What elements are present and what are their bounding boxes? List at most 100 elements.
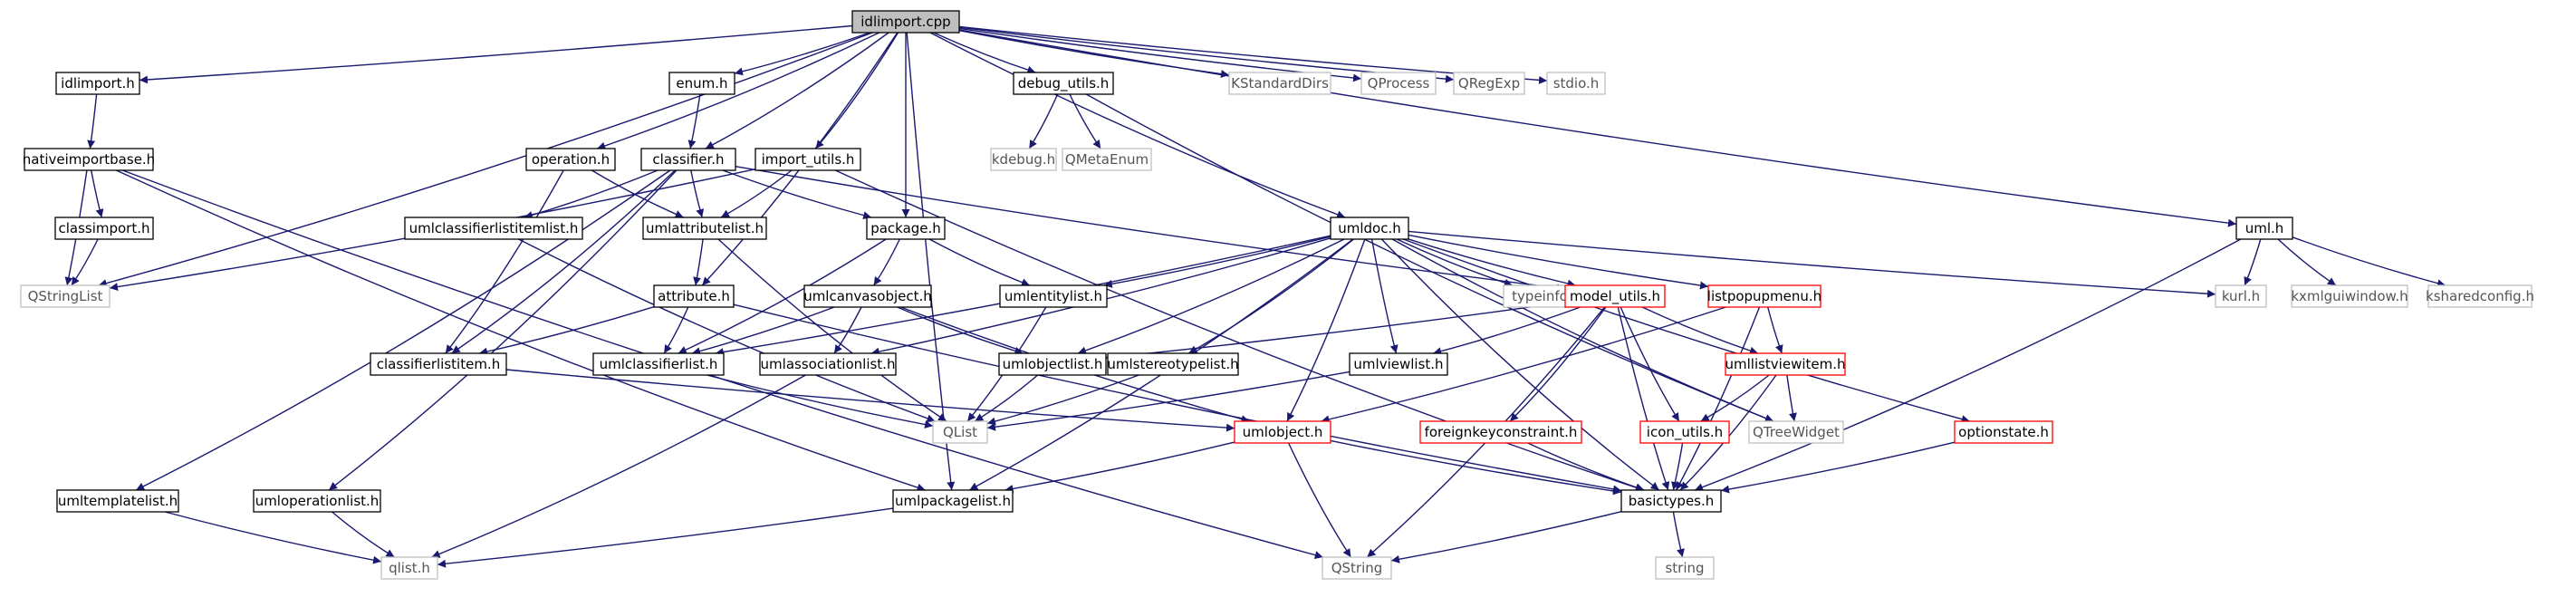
node-box-import-utils-h bbox=[755, 148, 861, 171]
edge-optionstate-h-to-basictypes-h bbox=[1720, 441, 1956, 494]
node-qmetaenum[interactable]: QMetaEnum bbox=[1062, 148, 1152, 171]
node-box-idlimport-h bbox=[55, 72, 140, 95]
node-umlassociationlist-h[interactable]: umlassociationlist.h bbox=[759, 352, 897, 376]
edge-umldoc-h-to-kurl-h bbox=[1408, 230, 2216, 298]
node-qregexp[interactable]: QRegExp bbox=[1453, 72, 1525, 95]
node-kdebug-h[interactable]: kdebug.h bbox=[990, 148, 1057, 171]
node-string[interactable]: string bbox=[1655, 556, 1715, 580]
node-box-umldoc-h bbox=[1330, 217, 1409, 240]
node-enum-h[interactable]: enum.h bbox=[668, 72, 735, 95]
node-listpopupmenu-h[interactable]: listpopupmenu.h bbox=[1707, 284, 1821, 308]
node-umltemplatelist-h[interactable]: umltemplatelist.h bbox=[56, 489, 179, 513]
node-idlimport-h[interactable]: idlimport.h bbox=[55, 72, 140, 95]
node-kxmlguiwindow-h[interactable]: kxmlguiwindow.h bbox=[2291, 284, 2408, 308]
node-box-umlobject-h bbox=[1234, 420, 1331, 444]
node-foreignkeyconstraint-h[interactable]: foreignkeyconstraint.h bbox=[1419, 420, 1582, 444]
node-label-umldoc-h: umldoc.h bbox=[1338, 220, 1401, 236]
node-label-umlcanvasobject-h: umlcanvasobject.h bbox=[803, 288, 932, 304]
node-label-kdebug-h: kdebug.h bbox=[992, 151, 1055, 168]
node-box-umlstereotypelist-h bbox=[1107, 352, 1239, 376]
edge-nativeimportbase-h-to-classimport-h bbox=[91, 169, 104, 218]
node-attribute-h[interactable]: attribute.h bbox=[653, 284, 735, 308]
node-umlviewlist-h[interactable]: umlviewlist.h bbox=[1349, 352, 1448, 376]
node-box-qmetaenum bbox=[1062, 148, 1152, 171]
node-box-qstringlist bbox=[20, 284, 111, 308]
node-icon-utils-h[interactable]: icon_utils.h bbox=[1639, 420, 1730, 444]
node-label-umlobjectlist-h: umlobjectlist.h bbox=[1003, 356, 1103, 372]
node-basictypes-h[interactable]: basictypes.h bbox=[1620, 489, 1722, 513]
node-classimport-h[interactable]: classimport.h bbox=[54, 217, 154, 240]
node-qstring[interactable]: QString bbox=[1322, 556, 1392, 580]
node-umlpackagelist-h[interactable]: umlpackagelist.h bbox=[892, 489, 1014, 513]
node-classifierlistitem-h[interactable]: classifierlistitem.h bbox=[370, 352, 507, 376]
node-import-utils-h[interactable]: import_utils.h bbox=[755, 148, 861, 171]
node-qlist-h[interactable]: qlist.h bbox=[380, 556, 438, 580]
edge-umldoc-h-to-typeinfo bbox=[1396, 238, 1514, 287]
node-classifier-h[interactable]: classifier.h bbox=[640, 148, 736, 171]
node-box-foreignkeyconstraint-h bbox=[1419, 420, 1582, 444]
node-box-umlpackagelist-h bbox=[892, 489, 1014, 513]
edge-uml-h-to-kxmlguiwindow-h bbox=[2277, 238, 2337, 286]
edge-umllistviewitem-h-to-icon-utils-h bbox=[1700, 374, 1770, 422]
node-typeinfo[interactable]: typeinfo bbox=[1503, 284, 1577, 308]
node-box-qlist bbox=[932, 420, 988, 444]
edge-umltemplatelist-h-to-qlist-h bbox=[165, 511, 382, 564]
edge-model-utils-h-to-foreignkeyconstraint-h bbox=[1509, 306, 1607, 422]
node-qprocess[interactable]: QProcess bbox=[1360, 72, 1437, 95]
node-optionstate-h[interactable]: optionstate.h bbox=[1954, 420, 2053, 444]
node-umlclassifierlist-h[interactable]: umlclassifierlist.h bbox=[592, 352, 725, 376]
node-label-package-h: package.h bbox=[870, 220, 941, 236]
node-umlattributelist-h[interactable]: umlattributelist.h bbox=[642, 217, 767, 240]
node-model-utils-h[interactable]: model_utils.h bbox=[1564, 284, 1666, 308]
node-umlentitylist-h[interactable]: umlentitylist.h bbox=[999, 284, 1108, 308]
node-box-ksharedconfig-h bbox=[2427, 284, 2533, 308]
edge-classifier-h-to-umloperationlist-h bbox=[328, 169, 678, 491]
node-umlclassifierlistitemlist-h[interactable]: umlclassifierlistitemlist.h bbox=[404, 217, 583, 240]
node-kurl-h[interactable]: kurl.h bbox=[2215, 284, 2267, 308]
node-nativeimportbase-h[interactable]: nativeimportbase.h bbox=[23, 148, 155, 171]
edge-idlimport-cpp-to-umldoc-h bbox=[929, 32, 1346, 219]
node-qtreewidget[interactable]: QTreeWidget bbox=[1748, 420, 1844, 444]
node-label-idlimport-cpp: idlimport.cpp bbox=[860, 14, 950, 30]
node-box-model-utils-h bbox=[1564, 284, 1666, 308]
node-umloperationlist-h[interactable]: umloperationlist.h bbox=[253, 489, 381, 513]
node-debug-utils-h[interactable]: debug_utils.h bbox=[1013, 72, 1114, 95]
edge-umldoc-h-to-umlentitylist-h bbox=[1103, 236, 1331, 288]
node-umlcanvasobject-h[interactable]: umlcanvasobject.h bbox=[803, 284, 932, 308]
node-qlist[interactable]: QList bbox=[932, 420, 988, 444]
node-umldoc-h[interactable]: umldoc.h bbox=[1330, 217, 1409, 240]
node-label-umltemplatelist-h: umltemplatelist.h bbox=[58, 493, 178, 509]
node-label-classifierlistitem-h: classifierlistitem.h bbox=[377, 356, 500, 372]
node-kstandarddirs[interactable]: KStandardDirs bbox=[1228, 72, 1331, 95]
node-umlstereotypelist-h[interactable]: umlstereotypelist.h bbox=[1107, 352, 1239, 376]
edge-layer bbox=[64, 24, 2446, 568]
node-idlimport-cpp: idlimport.cpp bbox=[851, 10, 960, 34]
node-umllistviewitem-h[interactable]: umllistviewitem.h bbox=[1725, 352, 1846, 376]
node-uml-h[interactable]: uml.h bbox=[2235, 217, 2293, 240]
node-umlobjectlist-h[interactable]: umlobjectlist.h bbox=[998, 352, 1107, 376]
edge-umldoc-h-to-listpopupmenu-h bbox=[1408, 234, 1709, 290]
edge-model-utils-h-to-basictypes-h bbox=[1617, 306, 1670, 491]
node-package-h[interactable]: package.h bbox=[866, 217, 946, 240]
edge-listpopupmenu-h-to-basictypes-h bbox=[1675, 306, 1761, 491]
edge-umlobject-h-to-umlpackagelist-h bbox=[1004, 441, 1235, 493]
edge-idlimport-cpp-to-operation-h bbox=[596, 32, 880, 150]
node-operation-h[interactable]: operation.h bbox=[525, 148, 616, 171]
node-stdio-h[interactable]: stdio.h bbox=[1546, 72, 1606, 95]
node-box-umlviewlist-h bbox=[1349, 352, 1448, 376]
node-umlobject-h[interactable]: umlobject.h bbox=[1234, 420, 1331, 444]
node-label-basictypes-h: basictypes.h bbox=[1629, 493, 1715, 509]
edge-classifier-h-to-classifierlistitem-h bbox=[451, 169, 676, 354]
node-qstringlist[interactable]: QStringList bbox=[20, 284, 111, 308]
node-ksharedconfig-h[interactable]: ksharedconfig.h bbox=[2426, 284, 2534, 308]
node-box-package-h bbox=[866, 217, 946, 240]
edge-listpopupmenu-h-to-umllistviewitem-h bbox=[1767, 306, 1783, 354]
node-label-umlstereotypelist-h: umlstereotypelist.h bbox=[1107, 356, 1238, 372]
node-label-umlpackagelist-h: umlpackagelist.h bbox=[895, 493, 1011, 509]
node-box-qprocess bbox=[1360, 72, 1437, 95]
edge-umlassociationlist-h-to-qlist-h bbox=[431, 374, 806, 558]
edge-classifier-h-to-umlattributelist-h bbox=[690, 169, 705, 218]
node-label-ksharedconfig-h: ksharedconfig.h bbox=[2426, 288, 2534, 304]
node-label-debug-utils-h: debug_utils.h bbox=[1018, 75, 1110, 92]
